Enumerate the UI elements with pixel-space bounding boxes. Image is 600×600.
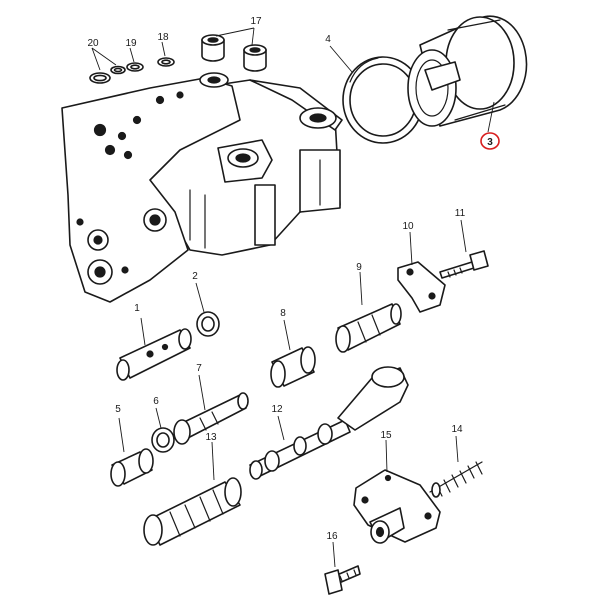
part-5-plug [110, 448, 154, 487]
callout-3-highlight-circle [480, 132, 500, 150]
callout-11: 11 [455, 208, 466, 219]
callout-10: 10 [402, 221, 414, 232]
parts-18-19-20-o-rings [89, 57, 175, 84]
part-14-spring [429, 461, 483, 498]
part-17-bushings [201, 34, 267, 72]
callout-18: 18 [157, 32, 169, 43]
part-10-bracket [397, 261, 446, 313]
part-3-cylinder [407, 15, 528, 127]
callout-14: 14 [451, 424, 463, 435]
callout-labels: 1 2 3 4 5 6 7 8 9 10 11 12 13 14 15 16 1… [87, 16, 500, 542]
part-12-control-rod [249, 366, 409, 480]
callout-3: 3 [487, 137, 493, 148]
callout-2: 2 [192, 271, 198, 282]
part-8-sleeve [270, 346, 316, 388]
part-16-bolt [324, 565, 361, 595]
callout-6: 6 [153, 396, 159, 407]
callout-7: 7 [196, 363, 202, 374]
leader-lines [91, 27, 495, 568]
callout-4: 4 [325, 34, 331, 45]
callout-17: 17 [250, 16, 262, 27]
part-1-spool [116, 328, 192, 381]
callout-9: 9 [356, 262, 362, 273]
part-2-ring [196, 311, 220, 337]
part-6-ring [151, 427, 175, 453]
pump-housing [61, 72, 343, 303]
part-15-cover [353, 469, 441, 544]
part-9-plunger [335, 303, 402, 353]
callout-20: 20 [87, 38, 99, 49]
callout-15: 15 [380, 430, 392, 441]
callout-8: 8 [280, 308, 286, 319]
callout-16: 16 [326, 531, 338, 542]
part-13-spring [143, 477, 242, 546]
part-7-valve-stem [173, 392, 249, 445]
callout-13: 13 [205, 432, 217, 443]
callout-1: 1 [134, 303, 140, 314]
callout-5: 5 [115, 404, 121, 415]
callout-12: 12 [271, 404, 283, 415]
part-11-bolt [439, 250, 489, 279]
part-4-seal-ring [342, 56, 424, 144]
callout-19: 19 [125, 38, 137, 49]
